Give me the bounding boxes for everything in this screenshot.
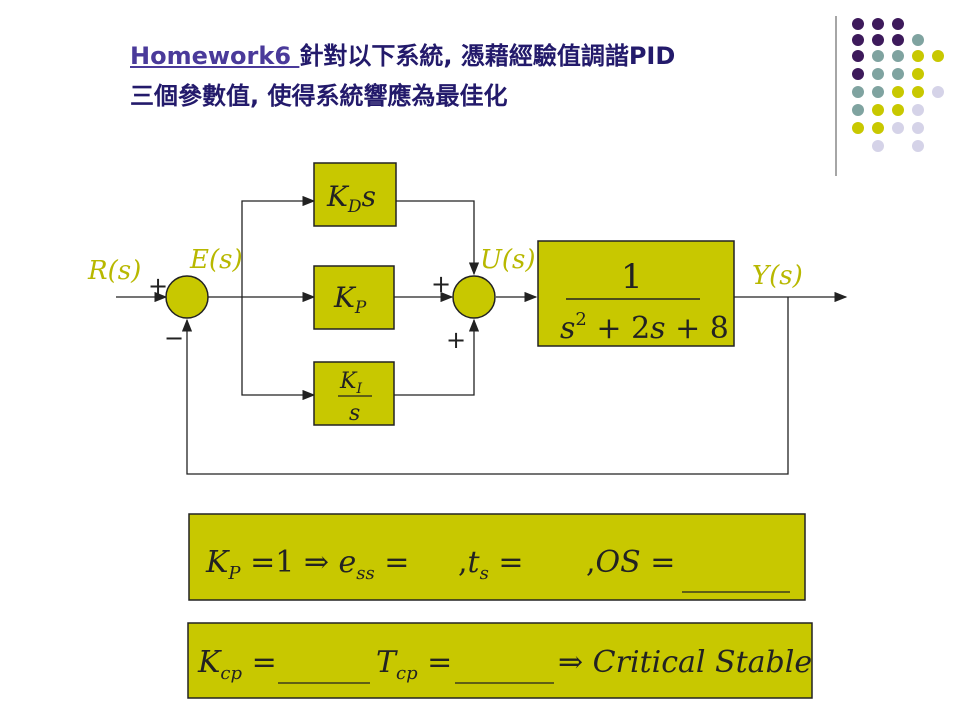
decorative-dot-grid [852, 18, 944, 152]
homework-link[interactable]: Homework6 [130, 42, 300, 70]
output-label: Y(s) [752, 261, 803, 291]
title-line-2: 三個參數值, 使得系統響應為最佳化 [130, 82, 508, 110]
plant-numerator: 1 [621, 257, 643, 297]
signal-wires [116, 195, 848, 475]
control-label: U(s) [480, 245, 536, 275]
summing-junction-2 [452, 275, 496, 319]
input-label: R(s) [87, 256, 141, 286]
plant-block [537, 240, 735, 347]
summing-junction-1 [165, 275, 209, 319]
ki-denominator: s [349, 401, 360, 426]
title-line-1-text: 針對以下系統, 憑藉經驗值調諧PID [299, 42, 676, 70]
error-label: E(s) [189, 245, 243, 275]
ki-block [313, 361, 395, 426]
question-box-2 [187, 622, 813, 699]
plant-denominator: s2 + 2s + 8 [560, 309, 729, 346]
question-box-1 [188, 513, 806, 601]
sum2-plus-bottom-sign: + [446, 326, 466, 354]
title-line-1: Homework6 針對以下系統, 憑藉經驗值調諧PID [130, 36, 675, 76]
sum1-minus-sign: − [164, 324, 184, 352]
page-title: Homework6 針對以下系統, 憑藉經驗值調諧PID 三個參數值, 使得系統… [130, 36, 675, 116]
kd-block [313, 162, 397, 227]
sum2-plus-left-sign: + [431, 270, 451, 298]
sum1-plus-sign: + [148, 272, 168, 300]
kp-block [313, 265, 395, 330]
